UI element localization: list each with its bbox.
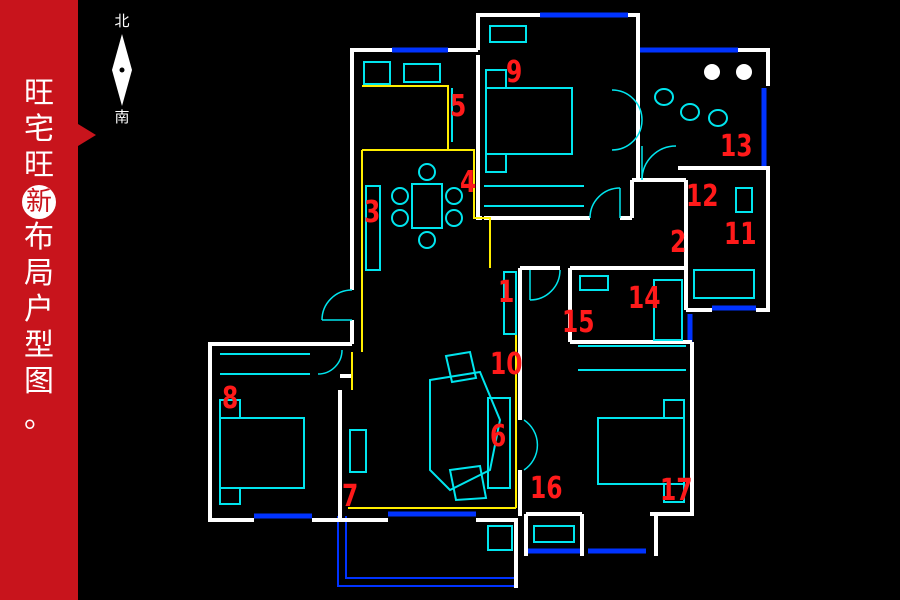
plants bbox=[704, 64, 752, 80]
banner-char: 户 bbox=[24, 292, 54, 327]
banner-char: 旺 bbox=[24, 148, 54, 183]
banner-title: 旺 宅 旺 新 布 局 户 型 图 。 bbox=[0, 76, 78, 436]
furniture bbox=[219, 25, 755, 551]
compass-north-label: 北 bbox=[114, 12, 130, 30]
banner-char: 。 bbox=[24, 400, 54, 435]
room-label-17: 17 bbox=[660, 473, 693, 508]
room-label-12: 12 bbox=[686, 179, 719, 214]
banner-char: 布 bbox=[24, 220, 54, 255]
room-label-1: 1 bbox=[498, 275, 515, 310]
compass-south-label: 南 bbox=[114, 108, 130, 126]
banner-char: 局 bbox=[24, 256, 54, 291]
room-label-3: 3 bbox=[364, 195, 381, 230]
room-label-15: 15 bbox=[562, 305, 595, 340]
banner-char: 宅 bbox=[24, 112, 54, 147]
banner-char: 型 bbox=[24, 328, 54, 363]
room-label-6: 6 bbox=[490, 419, 507, 454]
compass: 北 南 bbox=[100, 8, 144, 128]
room-label-2: 2 bbox=[670, 225, 687, 260]
title-banner: 旺 宅 旺 新 布 局 户 型 图 。 bbox=[0, 0, 78, 600]
room-label-7: 7 bbox=[342, 479, 359, 514]
room-label-13: 13 bbox=[720, 129, 753, 164]
banner-pointer bbox=[78, 124, 96, 146]
doors bbox=[317, 89, 677, 471]
windows bbox=[254, 12, 767, 554]
compass-needle-icon bbox=[112, 34, 132, 106]
banner-char-circled: 新 bbox=[22, 185, 56, 219]
room-label-11: 11 bbox=[724, 217, 757, 252]
banner-char: 旺 bbox=[24, 76, 54, 111]
room-label-14: 14 bbox=[628, 281, 661, 316]
room-label-16: 16 bbox=[530, 471, 563, 506]
room-label-5: 5 bbox=[450, 89, 467, 124]
balcony-outline bbox=[337, 516, 516, 587]
room-label-8: 8 bbox=[222, 381, 239, 416]
banner-char: 图 bbox=[24, 364, 54, 399]
walls bbox=[208, 13, 770, 588]
room-label-10: 10 bbox=[490, 347, 523, 382]
room-label-9: 9 bbox=[506, 55, 523, 90]
room-label-4: 4 bbox=[460, 165, 477, 200]
